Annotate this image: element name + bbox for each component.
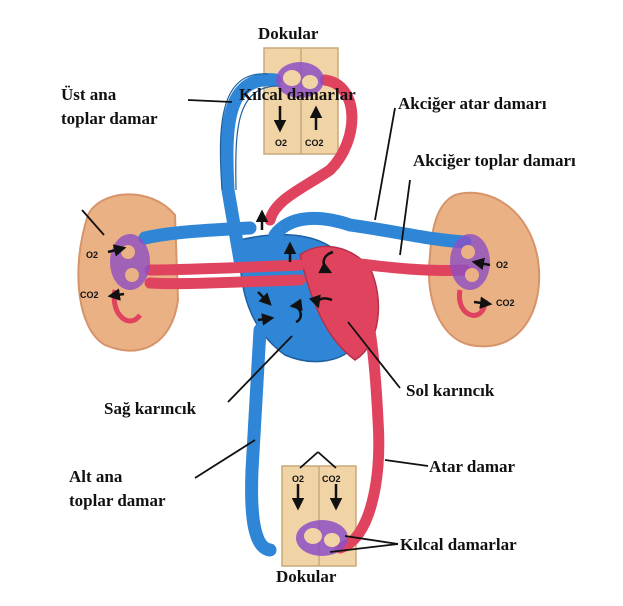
superior-vena-cava-label-1: Üst ana bbox=[61, 85, 117, 104]
inferior-vena-cava-label-2: toplar damar bbox=[69, 491, 166, 510]
capillaries-label-bottom: Kılcal damarlar bbox=[400, 535, 517, 554]
capillaries-label-top: Kılcal damarlar bbox=[239, 85, 356, 104]
pulmonary-vein-label: Akciğer toplar damarı bbox=[413, 151, 576, 170]
artery-label: Atar damar bbox=[429, 457, 516, 476]
inferior-vena-cava-label-1: Alt ana bbox=[69, 467, 123, 486]
venous-vessel-outline bbox=[219, 73, 283, 191]
capillaries-bottom-artwork bbox=[296, 520, 348, 556]
arterial-vessels bbox=[144, 74, 471, 554]
flow-arrows bbox=[107, 105, 493, 511]
co2-label-right-lung: CO2 bbox=[496, 298, 515, 308]
capillaries-top-artwork bbox=[276, 62, 324, 98]
tissue-label-bottom: Dokular bbox=[276, 567, 337, 586]
superior-vena-cava-label-2: toplar damar bbox=[61, 109, 158, 128]
tissue-label-top: Dokular bbox=[258, 24, 319, 43]
o2-label-top: O2 bbox=[275, 138, 287, 148]
o2-label-bottom: O2 bbox=[292, 474, 304, 484]
right-ventricle-label: Sağ karıncık bbox=[104, 399, 197, 418]
pulmonary-artery-label: Akciğer atar damarı bbox=[398, 94, 547, 113]
co2-label-left-lung: CO2 bbox=[80, 290, 99, 300]
co2-label-top: CO2 bbox=[305, 138, 324, 148]
co2-label-bottom: CO2 bbox=[322, 474, 341, 484]
o2-label-right-lung: O2 bbox=[496, 260, 508, 270]
venous-vessels bbox=[138, 73, 472, 557]
left-ventricle-label: Sol karıncık bbox=[406, 381, 495, 400]
o2-label-left-lung: O2 bbox=[86, 250, 98, 260]
leader-lines bbox=[81, 99, 429, 553]
